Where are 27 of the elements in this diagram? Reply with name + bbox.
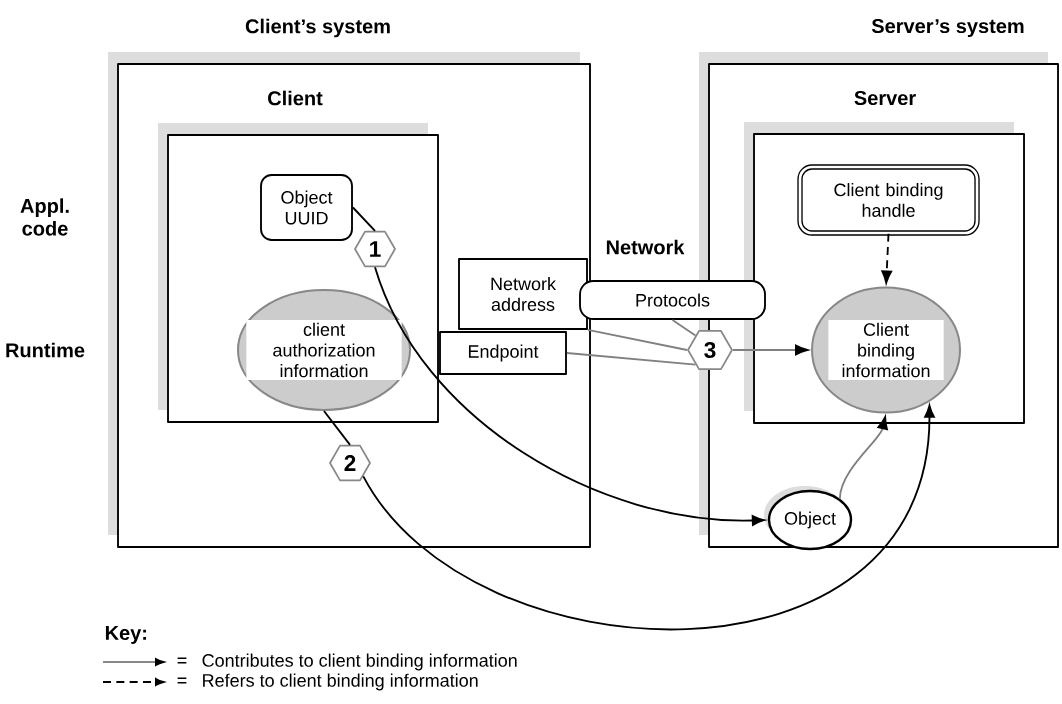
protocols-box: Protocols <box>579 280 766 320</box>
step-badge: 2 <box>329 444 371 482</box>
heading: Key: <box>105 626 146 644</box>
step-badge: 1 <box>354 230 396 268</box>
heading: Network <box>606 239 685 255</box>
heading: Appl. code <box>20 198 69 236</box>
arrow <box>732 344 809 356</box>
rounded-box: Object UUID <box>260 174 353 241</box>
connector-line <box>566 352 697 366</box>
arrow <box>374 266 765 526</box>
heading: Runtime <box>3 341 87 359</box>
label-box: Endpoint <box>439 331 567 375</box>
legend-text: Contributes to client binding information <box>202 653 517 671</box>
node-label: Client’s system <box>245 18 390 38</box>
connector-line <box>352 206 376 232</box>
equals-sign: = <box>177 657 187 664</box>
arrow <box>838 416 888 500</box>
handle-box: Client binding handle <box>797 164 980 236</box>
equals-sign: = <box>177 677 187 684</box>
arrow <box>362 404 935 631</box>
legend-text: Refers to client binding information <box>203 673 478 691</box>
connector-line <box>671 319 697 337</box>
connector-line <box>323 410 351 446</box>
arrow <box>881 232 893 284</box>
node-label: Server’s system <box>871 18 1024 38</box>
label-box: Network address <box>458 258 588 330</box>
step-badge: 3 <box>687 330 733 370</box>
